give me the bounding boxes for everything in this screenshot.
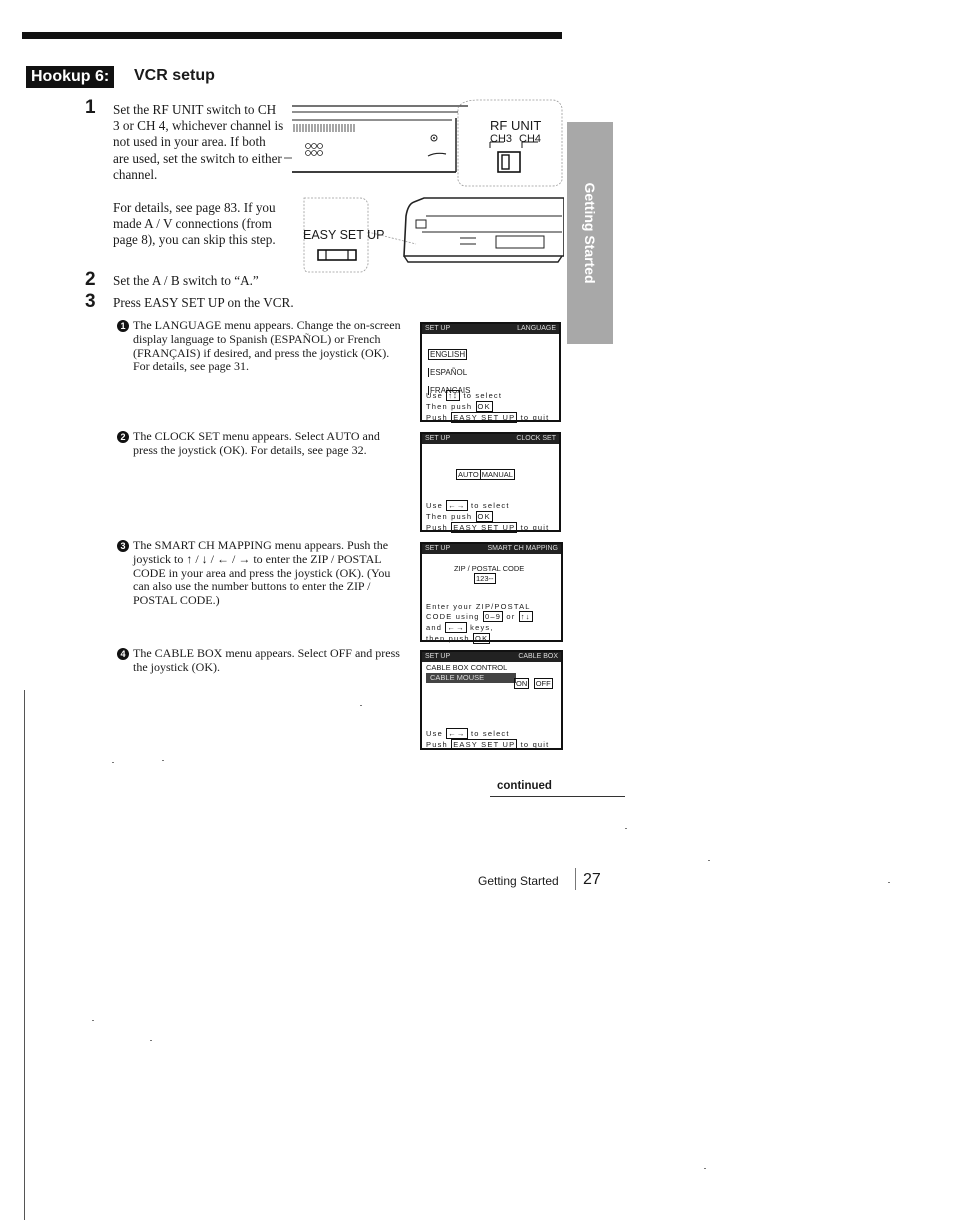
- option-manual: MANUAL: [480, 469, 515, 480]
- cable-mode-highlight: CABLE MOUSE: [426, 673, 516, 683]
- cable-options: ON OFF: [514, 673, 553, 691]
- scan-speck: [704, 1168, 706, 1169]
- step-1-details: For details, see page 83. If you made A …: [113, 200, 276, 248]
- step-3-text: Press EASY SET UP on the VCR.: [113, 295, 294, 310]
- clock-instructions: Use ←→ to select Then push OK Push EASY …: [426, 500, 550, 533]
- option-off: OFF: [533, 678, 553, 689]
- scan-speck: [150, 1040, 152, 1041]
- substep-2-text: The CLOCK SET menu appears. Select AUTO …: [133, 429, 380, 457]
- language-instructions: Use ↑↓ to select Then push OK Push EASY …: [426, 390, 550, 423]
- page-number: 27: [583, 871, 601, 888]
- zip-code-value: 123--: [474, 573, 496, 584]
- substep-marker: 3: [117, 540, 129, 552]
- easy-set-up-label: EASY SET UP: [303, 228, 385, 242]
- step-1-text: Set the RF UNIT switch to CH 3 or CH 4, …: [113, 102, 284, 182]
- scan-speck: [360, 705, 362, 706]
- substep-4-text: The CABLE BOX menu appears. Select OFF a…: [133, 646, 400, 674]
- cable-instructions: Use ←→ to select Push EASY SET UP to qui…: [426, 728, 550, 750]
- substep-1-text: The LANGUAGE menu appears. Change the on…: [133, 318, 401, 374]
- scan-speck: [112, 762, 114, 763]
- mapping-instructions: Enter your ZIP/POSTAL CODE using 0–9 or …: [426, 602, 533, 644]
- ch3-label: CH3: [490, 133, 513, 145]
- scan-speck: [162, 760, 164, 761]
- cable-box-control-label: CABLE BOX CONTROL: [426, 663, 508, 672]
- option-on: ON: [514, 678, 530, 689]
- smart-ch-mapping-screen: SET UP SMART CH MAPPING ZIP / POSTAL COD…: [420, 542, 563, 644]
- language-menu-screen: SET UP LANGUAGE ENGLISH ESPAÑOL FRANÇAIS…: [420, 322, 561, 423]
- ch4-label: CH4: [519, 133, 542, 145]
- scan-speck: [625, 828, 627, 829]
- screen-header: SET UP LANGUAGE: [422, 324, 559, 334]
- footer-section: Getting Started: [478, 874, 559, 888]
- screen-header: SET UP CABLE BOX: [422, 652, 561, 662]
- side-tab-label: Getting Started: [582, 182, 598, 284]
- continued-label: continued: [497, 780, 552, 792]
- footer-separator: [575, 868, 576, 890]
- substep-marker: 2: [117, 431, 129, 443]
- step-number: 3: [85, 291, 96, 312]
- step-number: 2: [85, 269, 96, 290]
- substep-3-text: The SMART CH MAPPING menu appears. Push …: [133, 538, 391, 608]
- step-2-text: Set the A / B switch to “A.”: [113, 273, 259, 288]
- vcr-front-illustration: [303, 197, 564, 273]
- step-number: 1: [85, 97, 96, 118]
- screen-header: SET UP CLOCK SET: [422, 434, 559, 444]
- scan-edge-line: [24, 690, 25, 1220]
- option-english: ENGLISH: [428, 349, 468, 360]
- cable-box-screen: SET UP CABLE BOX CABLE BOX CONTROL CABLE…: [420, 650, 563, 750]
- option-auto: AUTO: [456, 469, 481, 480]
- rf-unit-label: RF UNIT: [490, 118, 542, 133]
- vcr-rear-illustration: [284, 99, 563, 187]
- hookup-tag: Hookup 6:: [26, 66, 115, 88]
- screen-header: SET UP SMART CH MAPPING: [422, 544, 561, 554]
- substep-marker: 4: [117, 648, 129, 660]
- option-espanol: ESPAÑOL: [428, 368, 468, 377]
- top-rule: [22, 32, 562, 39]
- page-title: VCR setup: [134, 67, 215, 84]
- substep-marker: 1: [117, 320, 129, 332]
- continued-rule: [490, 796, 625, 797]
- scan-speck: [92, 1020, 94, 1021]
- zip-code-label: ZIP / POSTAL CODE: [454, 564, 525, 573]
- scan-speck: [888, 882, 890, 883]
- section-side-tab: Getting Started: [567, 122, 613, 344]
- scan-speck: [708, 860, 710, 861]
